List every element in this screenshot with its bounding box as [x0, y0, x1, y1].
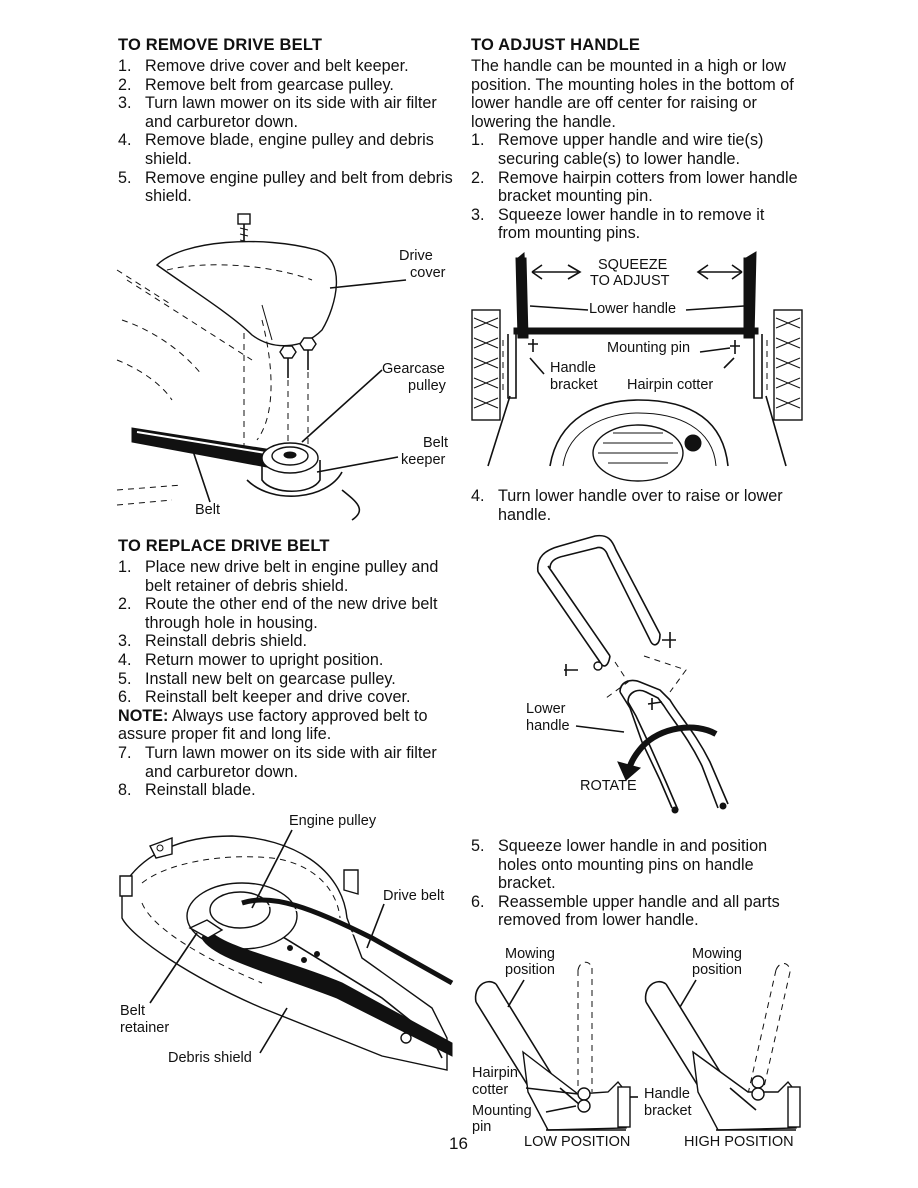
handle-bracket-label-b: bracket — [644, 1103, 692, 1119]
drive-cover-figure: Drive cover Gearcase pulley Belt keeper … — [112, 210, 457, 530]
mounting-pin-label-1: Mounting — [472, 1103, 532, 1119]
adjust-handle-steps-2: 4.Turn lower handle over to raise or low… — [471, 487, 801, 524]
replace-belt-steps: 1.Place new drive belt in engine pulley … — [118, 558, 458, 707]
list-item: 3.Squeeze lower handle in to remove it f… — [471, 205, 765, 243]
list-item: 5.Squeeze lower handle in and position h… — [471, 837, 768, 893]
list-item: 3.Turn lawn mower on its side with air f… — [118, 94, 437, 131]
note-text: Always use factory approved belt to assu… — [118, 706, 428, 744]
remove-belt-heading: TO REMOVE DRIVE BELT — [118, 36, 323, 54]
adjust-handle-steps-3: 5.Squeeze lower handle in and position h… — [471, 837, 801, 930]
mowing-label-left-1: Mowing — [505, 946, 555, 962]
squeeze-handle-figure: SQUEEZE TO ADJUST Lower handle Mounting … — [468, 248, 808, 482]
right-column: TO ADJUST HANDLE The handle can be mount… — [471, 36, 801, 243]
list-item: 2.Route the other end of the new drive b… — [118, 595, 438, 632]
hairpin-label-1: Hairpin — [472, 1065, 518, 1081]
lower-handle-label: Lower handle — [589, 301, 677, 317]
gearcase-label-2: pulley — [408, 378, 446, 394]
belt-label: Belt — [195, 502, 220, 518]
list-item: 6.Reassemble upper handle and all parts … — [471, 892, 780, 930]
list-item: 1.Place new drive belt in engine pulley … — [118, 558, 439, 595]
belt-keeper-label-1: Belt — [423, 435, 448, 451]
adjust-handle-heading: TO ADJUST HANDLE — [471, 36, 641, 54]
gearcase-label-1: Gearcase — [382, 361, 445, 377]
note: NOTE: Always use factory approved belt t… — [118, 707, 458, 744]
remove-belt-steps: 1.Remove drive cover and belt keeper. 2.… — [118, 57, 458, 206]
lower-label-1: Lower — [526, 701, 566, 717]
replace-belt-heading: TO REPLACE DRIVE BELT — [118, 537, 330, 555]
hairpin-label-2: cotter — [472, 1082, 509, 1098]
list-item: 4.Return mower to upright position. — [118, 650, 384, 669]
handle-bracket-label-1: Handle — [550, 360, 596, 376]
hairpin-cotter-label: Hairpin cotter — [627, 377, 714, 393]
belt-keeper-label-2: keeper — [401, 452, 446, 468]
engine-pulley-label: Engine pulley — [289, 813, 377, 829]
rotate-handle-figure: Lower handle ROTATE — [520, 532, 750, 822]
drive-belt-label: Drive belt — [383, 888, 445, 904]
list-item: 5.Remove engine pulley and belt from deb… — [118, 168, 453, 206]
handle-bracket-label-a: Handle — [644, 1086, 690, 1102]
list-item: 5.Install new belt on gearcase pulley. — [118, 669, 396, 688]
handle-bracket-label-2: bracket — [550, 377, 598, 393]
list-item: 3.Reinstall debris shield. — [118, 632, 307, 651]
list-item: 4.Turn lower handle over to raise or low… — [471, 487, 783, 524]
rotate-label: ROTATE — [580, 778, 637, 794]
debris-shield-figure: Engine pulley Drive belt Belt retainer D… — [112, 808, 457, 1071]
drive-cover-label-1: Drive — [399, 248, 433, 264]
mowing-label-left-2: position — [505, 962, 555, 978]
high-position-label: HIGH POSITION — [684, 1134, 794, 1150]
mowing-label-right-1: Mowing — [692, 946, 742, 962]
adjust-handle-intro: The handle can be mounted in a high or l… — [471, 57, 794, 131]
adjust-handle-steps: 1.Remove upper handle and wire tie(s) se… — [471, 131, 801, 243]
replace-belt-section: TO REPLACE DRIVE BELT 1.Place new drive … — [118, 537, 458, 800]
page-number: 16 — [449, 1134, 468, 1153]
left-column: TO REMOVE DRIVE BELT 1.Remove drive cove… — [118, 36, 458, 206]
mounting-pin-label: Mounting pin — [607, 340, 691, 356]
belt-retainer-label-1: Belt — [120, 1003, 145, 1019]
steps-5-6-section: 5.Squeeze lower handle in and position h… — [471, 837, 801, 930]
list-item: 7.Turn lawn mower on its side with air f… — [118, 743, 437, 781]
lower-label-2: handle — [526, 718, 570, 734]
list-item: 4.Remove blade, engine pulley and debris… — [118, 131, 434, 168]
squeeze-label-1: SQUEEZE — [598, 257, 668, 273]
note-label: NOTE: — [118, 706, 169, 725]
mounting-pin-label-2: pin — [472, 1119, 492, 1135]
low-position-label: LOW POSITION — [524, 1134, 631, 1150]
list-item: 6.Reinstall belt keeper and drive cover. — [118, 688, 411, 707]
list-item: 8.Reinstall blade. — [118, 781, 256, 800]
step-4-section: 4.Turn lower handle over to raise or low… — [471, 487, 801, 524]
list-item: 1.Remove drive cover and belt keeper. — [118, 57, 409, 75]
mowing-label-right-2: position — [692, 962, 742, 978]
debris-shield-label: Debris shield — [168, 1050, 252, 1066]
drive-cover-label-2: cover — [410, 265, 446, 281]
list-item: 2.Remove belt from gearcase pulley. — [118, 75, 394, 94]
squeeze-label-2: TO ADJUST — [590, 273, 670, 289]
list-item: 1.Remove upper handle and wire tie(s) se… — [471, 131, 764, 168]
list-item: 2.Remove hairpin cotters from lower hand… — [471, 168, 798, 206]
handle-position-figure: Mowing position Mowing position Hairpin … — [468, 942, 808, 1156]
replace-belt-steps-2: 7.Turn lawn mower on its side with air f… — [118, 744, 458, 800]
belt-retainer-label-2: retainer — [120, 1020, 170, 1036]
